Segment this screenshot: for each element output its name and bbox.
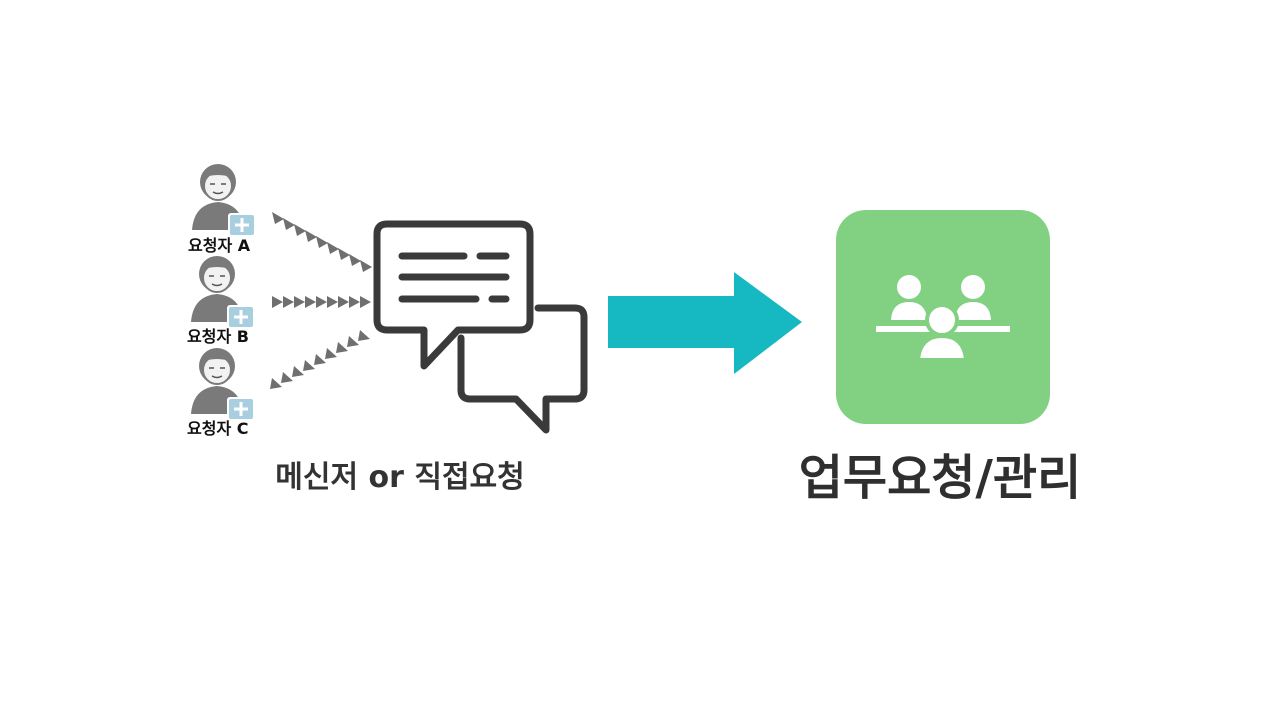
person-with-plus-icon bbox=[191, 256, 255, 327]
requester-b: 요청자 B bbox=[187, 252, 277, 346]
requester-c: 요청자 C bbox=[187, 344, 277, 438]
left-caption: 메신저 or 직접요청 bbox=[275, 460, 525, 495]
dotted-arrow-c bbox=[270, 330, 370, 389]
dotted-arrow-b bbox=[272, 296, 371, 308]
person-with-plus-icon bbox=[192, 164, 256, 235]
arrow-right-icon bbox=[606, 270, 806, 376]
person-with-plus-icon bbox=[191, 348, 255, 419]
requester-label-a: 요청자 A bbox=[188, 236, 251, 255]
right-caption: 업무요청/관리 bbox=[798, 450, 1082, 506]
app-tile bbox=[836, 210, 1050, 424]
group-users-icon bbox=[876, 275, 1010, 362]
requester-a: 요청자 A bbox=[188, 160, 278, 255]
dotted-arrow-a bbox=[272, 212, 372, 272]
requester-label-b: 요청자 B bbox=[187, 327, 249, 346]
requester-label-c: 요청자 C bbox=[187, 419, 249, 438]
chat-bubbles-icon bbox=[370, 218, 590, 438]
